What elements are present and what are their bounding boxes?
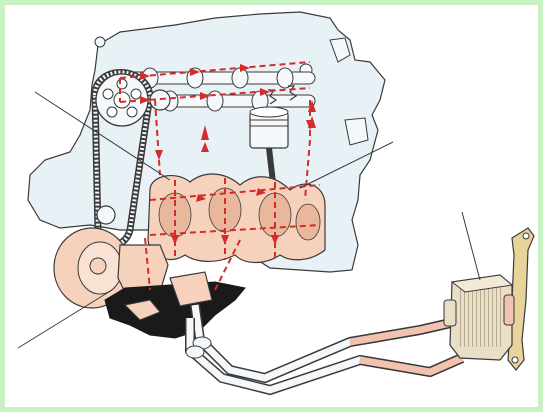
oil-cooler: [444, 275, 514, 360]
tensioner-pulley: [97, 206, 115, 224]
leader-lower-left: [18, 290, 112, 348]
engine-bolt: [95, 37, 105, 47]
leader-right-cooler: [462, 212, 480, 280]
crankshaft: [148, 174, 325, 262]
oil-lines: [186, 305, 462, 390]
